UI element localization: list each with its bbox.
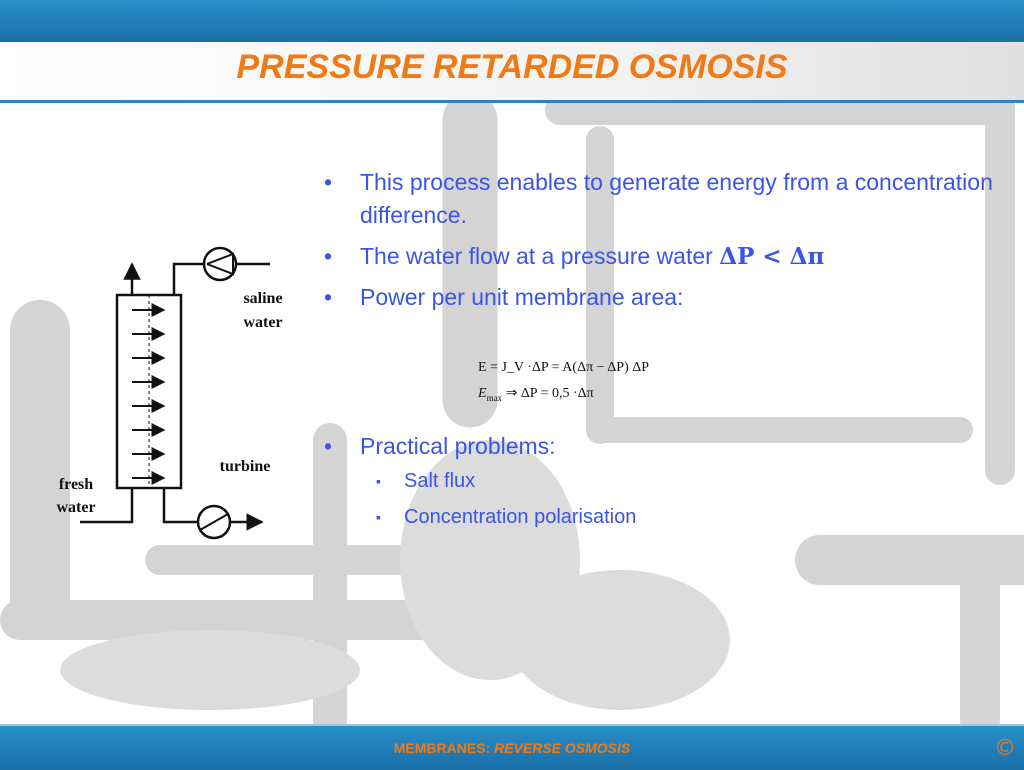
bullet-content: This process enables to generate energy … xyxy=(322,166,1002,539)
permeation-arrows xyxy=(132,303,166,485)
fresh-water-label: fresh xyxy=(59,476,93,493)
pump-symbol xyxy=(202,246,238,282)
power-equation: E = J_V ·ΔP = A(Δπ − ΔP) ΔP xyxy=(478,360,650,375)
sub-bullet-item: Concentration polarisation xyxy=(360,503,1002,531)
power-equations: E = J_V ·ΔP = A(Δπ − ΔP) ΔP Emax ⇒ ΔP = … xyxy=(478,358,649,410)
bullet-item: Power per unit membrane area: xyxy=(322,281,1002,314)
footer-title: MEMBRANES: REVERSE OSMOSIS xyxy=(393,740,631,756)
pressure-condition: ΔP < Δπ xyxy=(719,243,825,270)
slide-title: PRESSURE RETARDED OSMOSIS xyxy=(236,48,788,86)
saline-water-label-line2: water xyxy=(243,314,282,331)
membrane-module xyxy=(115,293,183,490)
copyright-icon: © xyxy=(994,736,1016,761)
bullet-item: The water flow at a pressure water ΔP < … xyxy=(322,240,1002,273)
saline-water-label: saline xyxy=(243,290,282,307)
title-band xyxy=(0,42,1024,103)
fresh-water-label-line2: water xyxy=(56,499,95,516)
sub-bullet-list: Salt flux Concentration polarisation xyxy=(360,467,1002,531)
bullet-list: This process enables to generate energy … xyxy=(322,166,1002,531)
pro-diagram: saline water turbine fresh water xyxy=(56,246,283,540)
piping xyxy=(80,262,270,531)
footer-bar xyxy=(0,724,1024,770)
max-power-equation: Emax ⇒ ΔP = 0,5 ·Δπ xyxy=(478,386,594,403)
turbine-label: turbine xyxy=(220,458,271,475)
bullet-item: This process enables to generate energy … xyxy=(322,166,1002,232)
turbine-symbol xyxy=(196,504,232,540)
bullet-item: Practical problems: Salt flux Concentrat… xyxy=(322,430,1002,531)
top-bar xyxy=(0,0,1024,42)
sub-bullet-item: Salt flux xyxy=(360,467,1002,495)
